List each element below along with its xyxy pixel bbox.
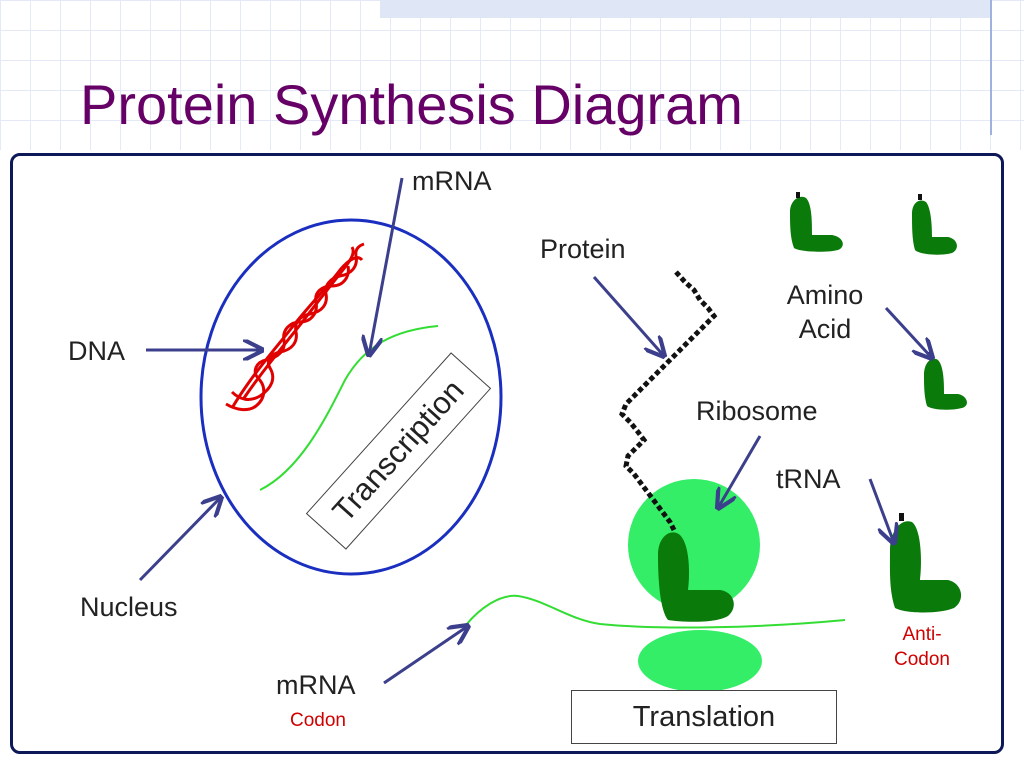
nucleus-membrane <box>199 218 503 576</box>
slide-background-grid <box>0 0 1024 150</box>
label-acid: Acid <box>798 314 852 344</box>
label-nucleus: Nucleus <box>80 592 178 622</box>
label-protein: Protein <box>540 234 626 264</box>
label-mrna-top: mRNA <box>412 166 492 196</box>
label-trna: tRNA <box>776 464 841 494</box>
trna-large <box>889 513 962 613</box>
diagram-frame <box>10 153 1004 754</box>
label-amino-acid: Amino Acid <box>770 278 880 346</box>
label-mrna-bottom: mRNA <box>276 670 356 700</box>
arrow-ribosome <box>718 435 762 508</box>
label-anti-codon: Anti- Codon <box>880 622 964 672</box>
amino-acid-1 <box>790 192 843 252</box>
protein-chain <box>619 270 718 532</box>
arrow-trna <box>868 478 894 543</box>
label-codon-right: Codon <box>894 649 950 670</box>
label-translation: Translation <box>632 700 776 733</box>
decorative-line <box>990 0 992 135</box>
arrow-amino-acid <box>884 306 932 358</box>
label-amino: Amino <box>786 280 864 310</box>
ribosome-small-subunit <box>638 630 762 692</box>
dna-helix <box>225 242 365 412</box>
mrna-strand-translation <box>465 594 846 629</box>
decorative-band <box>380 0 990 18</box>
arrow-mrna-bottom <box>383 626 468 685</box>
arrow-protein <box>592 276 664 356</box>
amino-acid-3 <box>924 352 967 410</box>
trna-in-ribosome <box>658 532 734 622</box>
translation-box: Translation <box>571 690 837 744</box>
label-anti: Anti- <box>902 624 942 645</box>
label-dna: DNA <box>68 336 126 366</box>
label-codon-bottom: Codon <box>290 710 346 731</box>
mrna-strand-nucleus <box>259 325 439 491</box>
arrow-mrna-top <box>369 177 404 355</box>
label-ribosome: Ribosome <box>696 396 818 426</box>
page-title: Protein Synthesis Diagram <box>80 73 743 136</box>
amino-acid-2 <box>912 194 957 255</box>
arrow-nucleus <box>138 497 221 582</box>
